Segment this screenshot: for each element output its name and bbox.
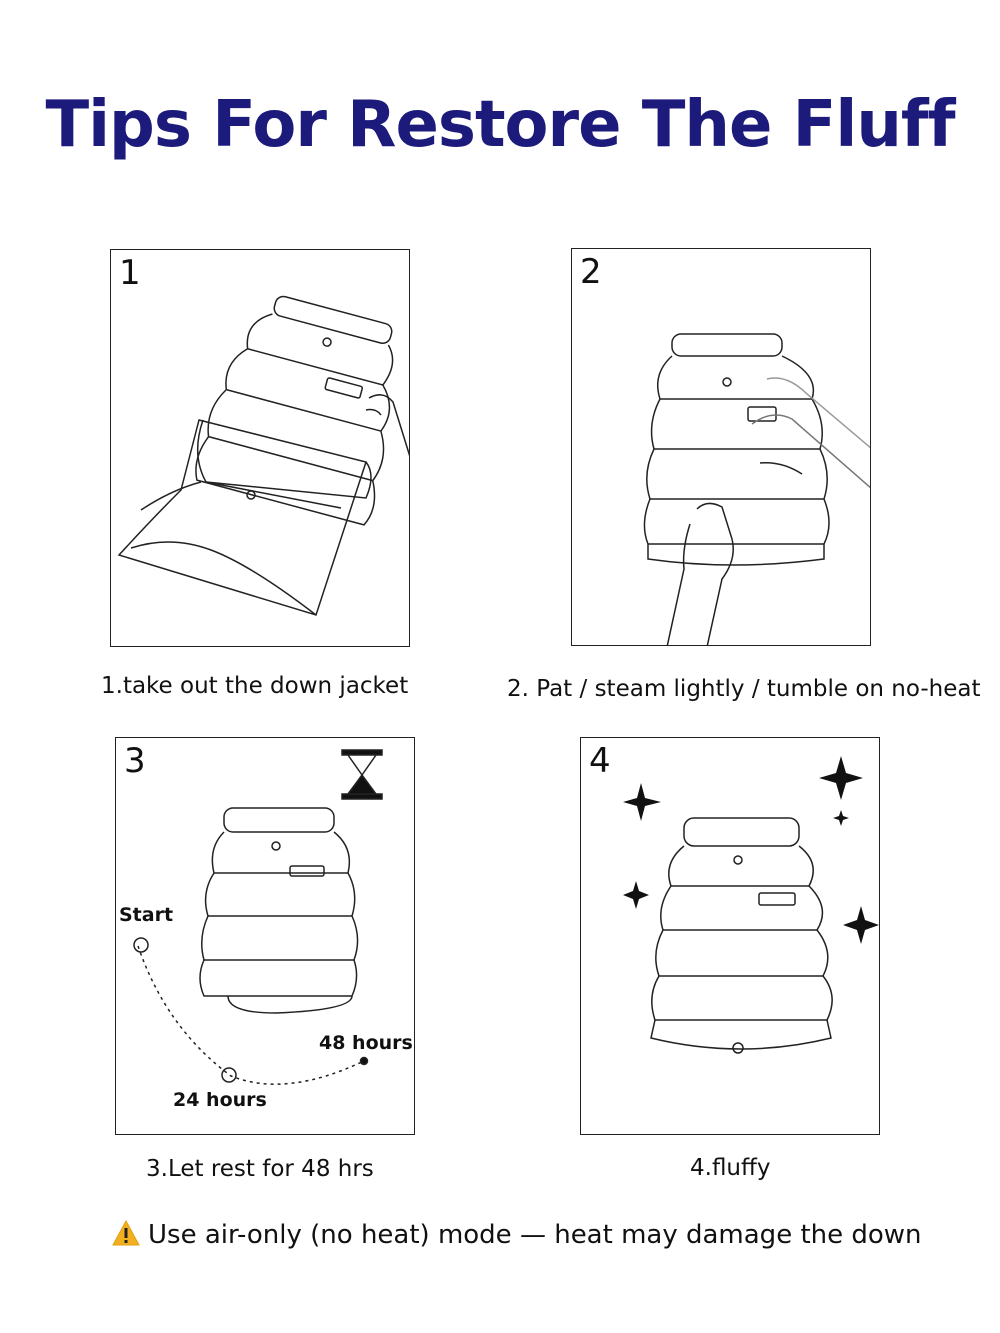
- step-3-panel: 3 Start 24 hours 48 hours: [115, 737, 415, 1135]
- step-4-panel: 4: [580, 737, 880, 1135]
- step-4-illustration: [623, 756, 879, 1054]
- step-4-number: 4: [589, 741, 611, 781]
- step-3-illustration: [133, 749, 383, 1085]
- step-2-illustration: [643, 333, 870, 645]
- step-2-caption: 2. Pat / steam lightly / tumble on no-he…: [507, 676, 981, 702]
- step-3-number: 3: [124, 741, 146, 781]
- step-4-caption: 4.fluffy: [690, 1155, 771, 1181]
- hourglass-icon: [341, 749, 383, 800]
- page-title: Tips For Restore The Fluff: [45, 88, 955, 162]
- step-1-caption: 1.take out the down jacket: [101, 673, 409, 699]
- timeline-48h-label: 48 hours: [319, 1032, 413, 1054]
- step-1-panel: 1: [110, 249, 410, 647]
- timeline-start-label: Start: [119, 904, 174, 926]
- sparkle-icon: [623, 756, 879, 944]
- step-3-caption: 3.Let rest for 48 hrs: [146, 1156, 374, 1182]
- warning-icon: [112, 1219, 140, 1253]
- step-2-panel: 2: [571, 248, 871, 646]
- timeline-24h-label: 24 hours: [173, 1089, 267, 1111]
- warning-note: Use air-only (no heat) mode — heat may d…: [112, 1219, 922, 1253]
- warning-text: Use air-only (no heat) mode — heat may d…: [148, 1220, 922, 1250]
- step-1-number: 1: [119, 253, 141, 293]
- step-2-number: 2: [580, 252, 602, 292]
- step-1-illustration: [117, 295, 409, 616]
